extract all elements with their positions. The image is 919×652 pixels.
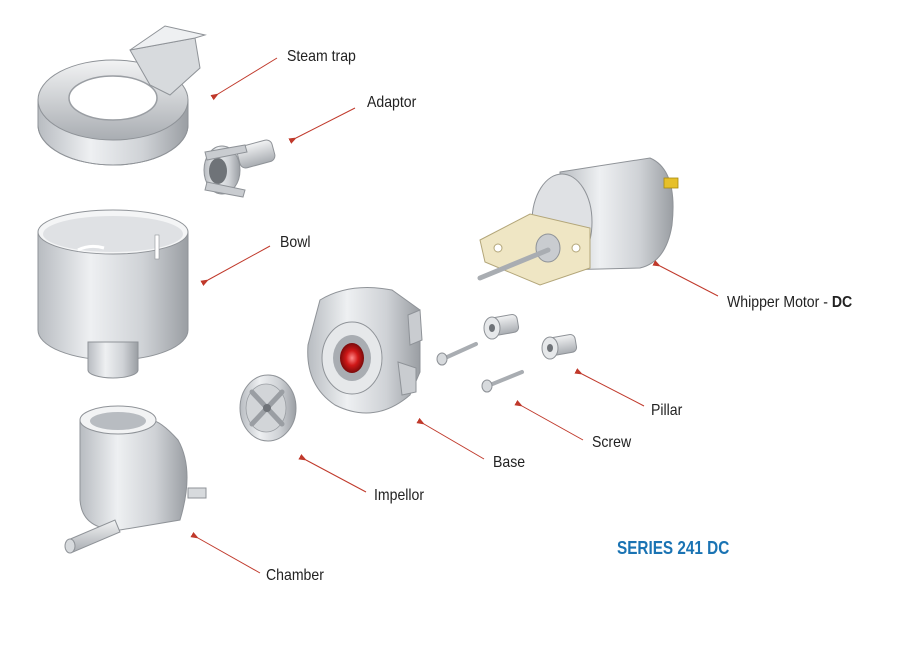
whipper-motor-part: [477, 157, 679, 286]
chamber-part: [64, 405, 207, 554]
leader-pillar: [574, 368, 645, 407]
leader-chamber: [190, 531, 261, 574]
base-part: [307, 287, 423, 414]
leader-impellor: [298, 454, 367, 493]
label-whipper-motor: Whipper Motor - DC: [727, 294, 852, 312]
leader-adaptor: [288, 107, 356, 144]
pillar-part: [483, 313, 578, 360]
label-whipper-motor-dc: DC: [831, 294, 853, 311]
leader-steam-trap: [210, 57, 278, 101]
adaptor-part: [203, 139, 276, 198]
leader-base: [416, 417, 485, 460]
label-pillar: Pillar: [651, 402, 683, 419]
leader-screw: [514, 399, 584, 441]
steam-trap-part: [37, 25, 207, 166]
label-adaptor: Adaptor: [367, 94, 417, 111]
label-whipper-motor-text: Whipper Motor -: [727, 294, 832, 311]
label-screw: Screw: [592, 434, 632, 451]
series-title: SERIES 241 DC: [617, 538, 730, 558]
label-bowl: Bowl: [280, 234, 311, 251]
leader-lines: [190, 57, 719, 574]
label-chamber: Chamber: [266, 567, 324, 584]
leader-bowl: [200, 245, 271, 286]
label-steam-trap: Steam trap: [287, 48, 356, 65]
bowl-part: [37, 209, 189, 379]
screw-part: [436, 342, 524, 393]
label-base: Base: [493, 454, 526, 471]
label-impellor: Impellor: [374, 487, 425, 504]
impellor-part: [239, 374, 297, 442]
leader-whipper-motor: [652, 260, 719, 297]
